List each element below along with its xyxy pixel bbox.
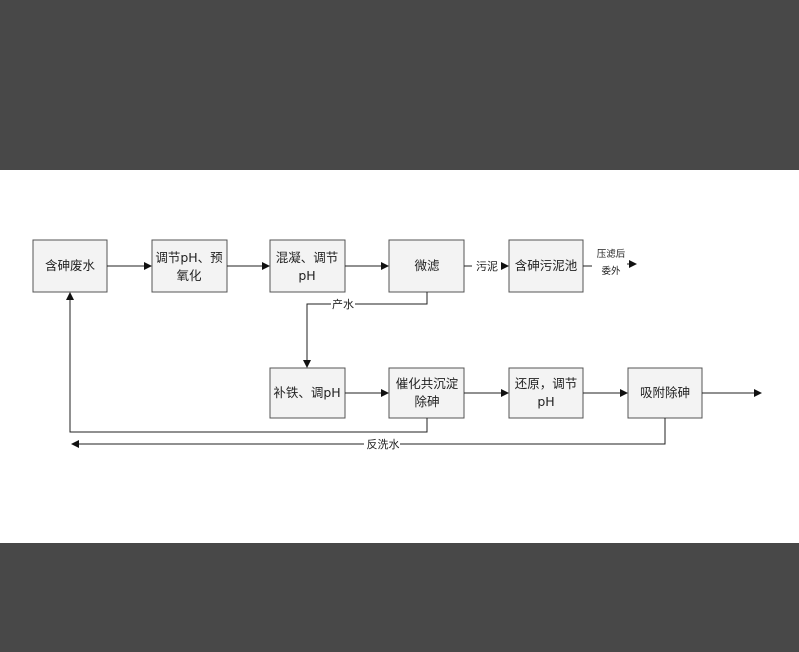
node-adsorption: 吸附除砷	[627, 367, 703, 419]
edge-label-product-water: 产水	[332, 297, 354, 311]
node-label: 补铁、调pH	[273, 385, 340, 400]
arrow	[303, 303, 331, 368]
node-microfilter: 微滤	[388, 239, 465, 293]
node-label: 含砷废水	[45, 258, 96, 273]
node-label: 含砷污泥池	[515, 258, 578, 273]
connector	[355, 292, 428, 305]
node-label: 混凝、调节	[276, 250, 339, 265]
node-reduction: 还原，调节 pH	[508, 367, 584, 419]
node-wastewater: 含砷废水	[32, 239, 108, 293]
edge-label-sludge: 污泥	[476, 260, 498, 273]
node-label: 催化共沉淀	[396, 376, 459, 391]
diagram-canvas	[0, 170, 799, 543]
node-sludge-pool: 含砷污泥池	[508, 239, 584, 293]
node-label: 微滤	[414, 258, 440, 273]
node-label: 吸附除砷	[640, 385, 690, 400]
connector	[400, 418, 666, 445]
node-coagulation: 混凝、调节 pH	[269, 239, 346, 293]
node-iron-ph: 补铁、调pH	[269, 367, 346, 419]
node-ph-preoxidation: 调节pH、预氧化	[151, 239, 228, 293]
node-label: pH	[298, 268, 315, 283]
node-label: pH	[537, 394, 554, 409]
node-label: 调节pH、预	[155, 250, 222, 265]
edge-label-press: 委外	[601, 265, 621, 277]
node-label: 还原，调节	[515, 376, 578, 391]
recycle-arrow	[66, 292, 428, 433]
edge-label-backwash: 反洗水	[367, 438, 400, 451]
node-label: 氧化	[176, 268, 202, 283]
edge-label-press: 压滤后	[597, 248, 626, 260]
node-label: 除砷	[414, 394, 439, 409]
